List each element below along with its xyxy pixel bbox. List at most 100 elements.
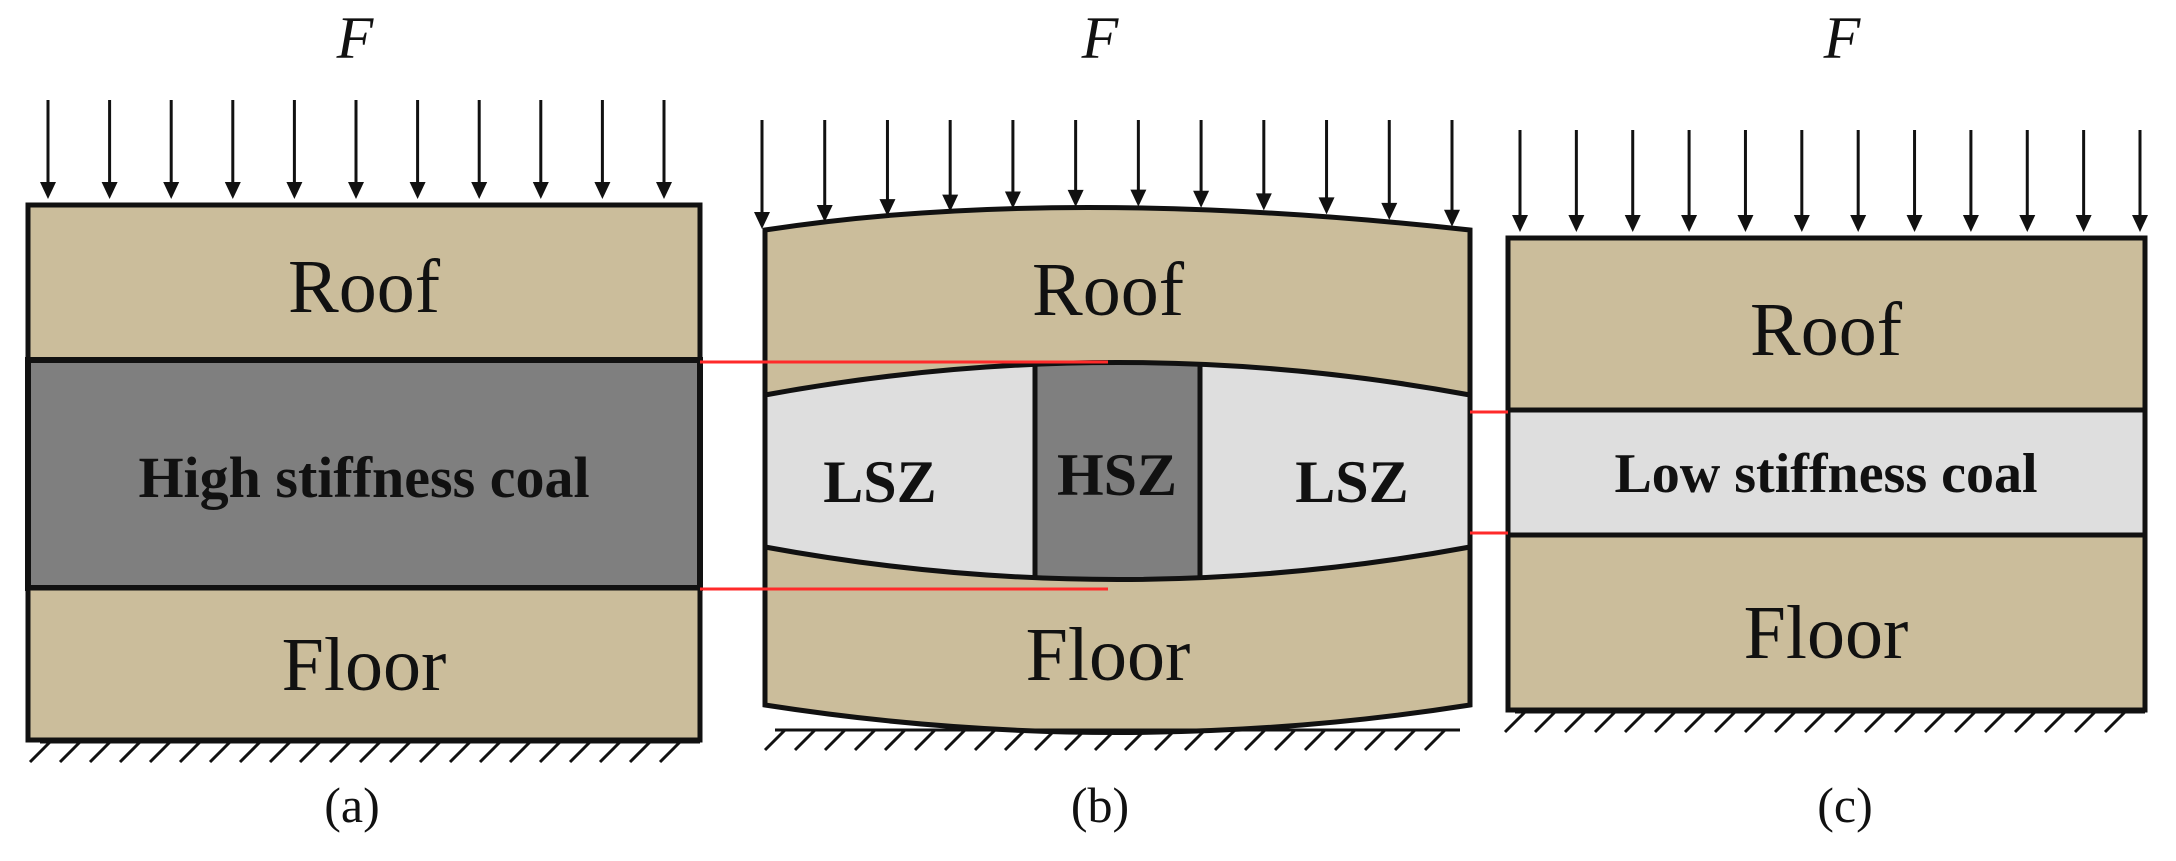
panel-a-coal-layer bbox=[25, 357, 703, 591]
panel-b-ground-hatch-stroke bbox=[1393, 728, 1417, 752]
panel-c-ground-hatch bbox=[1503, 710, 2145, 734]
panel-b-ground-hatch-stroke bbox=[883, 728, 907, 752]
panel-c-force-arrowhead bbox=[1962, 215, 1979, 232]
panel-a-force-arrowhead bbox=[40, 182, 56, 199]
panel-b-ground-hatch-stroke bbox=[1303, 728, 1327, 752]
panel-b-coal-lens-outline bbox=[762, 360, 1473, 582]
panel-c-ground-hatch-stroke bbox=[1683, 710, 1707, 734]
panel-c-force-arrowhead bbox=[1906, 215, 1923, 232]
panel-b-ground-hatch-stroke bbox=[1063, 728, 1087, 752]
panel-b-force-arrowhead bbox=[879, 199, 896, 217]
panel-a-floor-label: Floor bbox=[282, 623, 447, 707]
panel-c-force-arrowhead bbox=[1850, 215, 1867, 232]
panel-c-ground-hatch-stroke bbox=[1623, 710, 1647, 734]
panel-c-ground-hatch-stroke bbox=[1863, 710, 1887, 734]
panel-b-force-arrowhead bbox=[816, 205, 833, 223]
panel-c-ground-hatch-stroke bbox=[2043, 710, 2067, 734]
panel-c-ground-hatch-stroke bbox=[1923, 710, 1947, 734]
panel-a-force-arrowhead bbox=[471, 182, 488, 199]
panel-c-force-arrowhead bbox=[1512, 215, 1528, 232]
panel-c-force-arrowhead bbox=[1681, 215, 1698, 232]
panel-b-ground-hatch-stroke bbox=[1153, 728, 1177, 752]
panel-c-ground-hatch-stroke bbox=[2103, 710, 2127, 734]
panel-a-ground-hatch-stroke bbox=[598, 740, 622, 764]
panel-b: F Roof LSZ HSZ LSZ Floor (b) bbox=[754, 5, 1473, 833]
panel-b-force-arrowhead bbox=[1255, 193, 1272, 211]
panel-b-force-arrowhead bbox=[1381, 202, 1398, 220]
panel-c-ground-hatch-stroke bbox=[1533, 710, 1557, 734]
panel-c-force-arrowhead bbox=[2019, 215, 2036, 232]
panel-a-force-arrowhead bbox=[101, 182, 118, 199]
panel-b-ground-hatch-stroke bbox=[1183, 728, 1207, 752]
panel-c-ground-hatch-stroke bbox=[1653, 710, 1677, 734]
panel-b-ground-hatch-stroke bbox=[1243, 728, 1267, 752]
panel-b-floor-label: Floor bbox=[1026, 613, 1191, 697]
panel-b-ground-hatch-stroke bbox=[1363, 728, 1387, 752]
panel-b-force-arrowhead bbox=[1318, 197, 1335, 215]
panel-c-ground-hatch-stroke bbox=[1563, 710, 1587, 734]
panel-c-force-arrows bbox=[1512, 130, 2148, 232]
panel-b-ground-hatch-stroke bbox=[913, 728, 937, 752]
panel-a-ground-hatch-stroke bbox=[148, 740, 172, 764]
panel-c-ground-hatch-stroke bbox=[1593, 710, 1617, 734]
connector-lines-a-b bbox=[700, 360, 1108, 591]
panel-a-force-arrowhead bbox=[594, 182, 611, 199]
panel-b-ground-hatch-stroke bbox=[853, 728, 877, 752]
panel-c-roof-label: Roof bbox=[1750, 288, 1903, 372]
panel-c-ground-hatch-stroke bbox=[1503, 710, 1527, 734]
panel-b-ground-hatch-stroke bbox=[943, 728, 967, 752]
panel-b-roof-label: Roof bbox=[1032, 248, 1185, 332]
panel-a-ground-hatch-stroke bbox=[58, 740, 82, 764]
panel-a-ground-hatch-stroke bbox=[178, 740, 202, 764]
panel-a-ground-hatch-stroke bbox=[538, 740, 562, 764]
panel-c-ground-hatch-stroke bbox=[2013, 710, 2037, 734]
panel-c-floor-layer bbox=[1505, 532, 2148, 713]
panel-b-force-arrows bbox=[754, 120, 1460, 229]
panel-c-ground-hatch-stroke bbox=[1833, 710, 1857, 734]
panel-a-ground-hatch bbox=[28, 740, 700, 764]
panel-a-force-arrowhead bbox=[348, 182, 364, 199]
panel-b-lsz-right-label: LSZ bbox=[1295, 449, 1408, 515]
panel-b-caption: (b) bbox=[1071, 777, 1129, 833]
panel-b-ground-hatch-stroke bbox=[1213, 728, 1237, 752]
panel-a-force-label: F bbox=[336, 5, 375, 71]
panel-a: F Roof High stiffness coal Floor (a) bbox=[25, 5, 703, 833]
panel-b-lsz-left-zone bbox=[765, 362, 1035, 580]
panel-b-ground-hatch bbox=[763, 728, 1460, 752]
panel-a-ground-hatch-stroke bbox=[328, 740, 352, 764]
panel-a-force-arrowhead bbox=[532, 182, 549, 199]
panel-a-ground-hatch-stroke bbox=[268, 740, 292, 764]
panel-c-ground-hatch-stroke bbox=[1953, 710, 1977, 734]
panel-a-ground-hatch-stroke bbox=[388, 740, 412, 764]
panel-c-force-arrowhead bbox=[1737, 215, 1754, 232]
panel-a-force-arrowhead bbox=[224, 182, 241, 199]
panel-a-ground-hatch-stroke bbox=[448, 740, 472, 764]
panel-b-force-label: F bbox=[1081, 5, 1120, 71]
panel-c-ground-hatch-stroke bbox=[1743, 710, 1767, 734]
panel-c-force-arrowhead bbox=[1793, 215, 1810, 232]
panel-c-roof-layer bbox=[1505, 235, 2148, 413]
panel-b-ground-hatch-stroke bbox=[1423, 728, 1447, 752]
panel-b-lsz-right-zone bbox=[1200, 362, 1470, 580]
panel-c-ground-hatch-stroke bbox=[1803, 710, 1827, 734]
panel-b-coal-zones bbox=[765, 362, 1470, 580]
panel-b-force-arrowhead bbox=[942, 194, 959, 212]
panel-c-force-arrowhead bbox=[1568, 215, 1585, 232]
panel-b-force-arrowhead bbox=[1444, 209, 1460, 227]
panel-a-coal-label: High stiffness coal bbox=[138, 445, 589, 510]
panel-a-ground-hatch-stroke bbox=[118, 740, 142, 764]
panel-c-caption: (c) bbox=[1817, 777, 1873, 833]
panel-c-floor-label: Floor bbox=[1744, 591, 1909, 675]
panel-c-coal-label: Low stiffness coal bbox=[1614, 443, 2037, 505]
panel-a-ground-hatch-stroke bbox=[28, 740, 52, 764]
panel-c-coal-layer bbox=[1505, 407, 2148, 538]
panel-a-force-arrows bbox=[40, 100, 672, 199]
panel-a-ground-hatch-stroke bbox=[88, 740, 112, 764]
panel-a-force-arrowhead bbox=[656, 182, 672, 199]
panel-a-force-arrowhead bbox=[409, 182, 426, 199]
panel-b-ground-hatch-stroke bbox=[1003, 728, 1027, 752]
panel-c-force-arrowhead bbox=[2132, 215, 2148, 232]
panel-b-ground-hatch-stroke bbox=[1273, 728, 1297, 752]
